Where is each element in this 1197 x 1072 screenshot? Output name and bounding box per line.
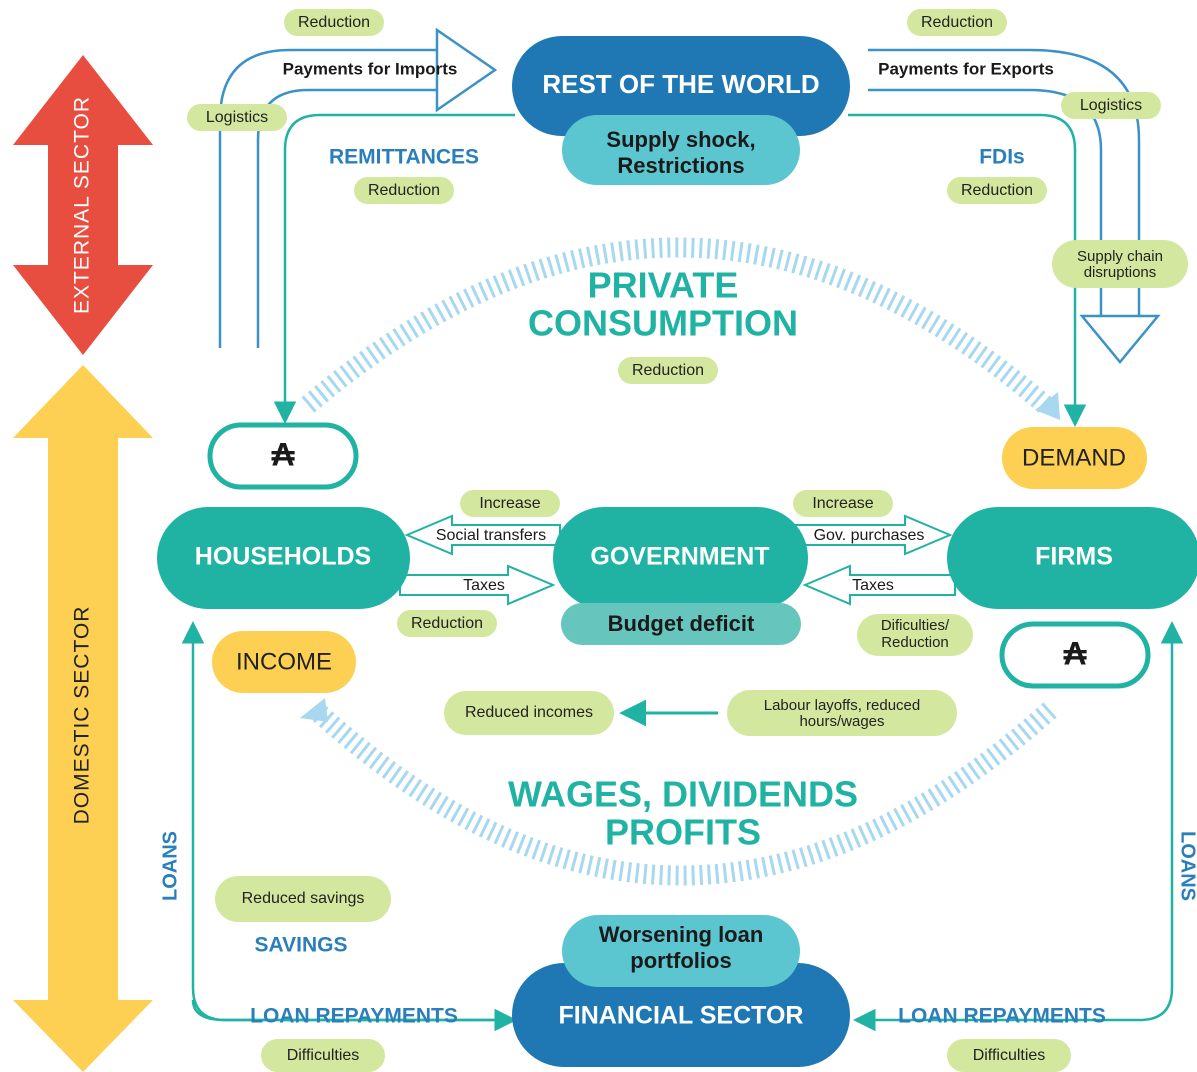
private-consumption-line1: PRIVATE — [588, 265, 739, 306]
currency-icon: ₳ — [1063, 635, 1087, 671]
reduction-remittances-pill: Reduction — [354, 177, 454, 204]
gov-purchases-arrow — [794, 514, 953, 556]
remittances-label: REMITTANCES — [329, 146, 479, 169]
gov-purchases-label: Gov. purchases — [814, 527, 925, 544]
taxes-left-arrow — [399, 564, 556, 606]
svg-text:Supply chain: Supply chain — [1077, 248, 1163, 265]
currency-icon: ₳ — [271, 436, 295, 472]
wages-line1: WAGES, DIVIDENDS — [508, 774, 858, 815]
taxes-left-label: Taxes — [463, 577, 505, 594]
income-node: INCOME — [212, 631, 356, 693]
private-consumption-line2: CONSUMPTION — [528, 303, 798, 344]
logistics-left-pill: Logistics — [187, 104, 287, 131]
reduction-taxes-pill: Reduction — [397, 610, 497, 637]
payments-exports-label: Payments for Exports — [878, 59, 1054, 78]
increase-transfers-pill: Increase — [460, 490, 560, 517]
svg-text:Reduction: Reduction — [961, 182, 1033, 199]
reduced-incomes-pill: Reduced incomes — [444, 691, 614, 735]
svg-text:Logistics: Logistics — [206, 109, 268, 126]
savings-label: SAVINGS — [255, 934, 348, 957]
svg-text:disruptions: disruptions — [1084, 264, 1157, 281]
financial-sector-node[interactable]: FINANCIAL SECTOR — [512, 963, 850, 1067]
savings-line — [191, 999, 517, 1032]
reduced-savings-pill: Reduced savings — [215, 876, 391, 922]
loans-right-label: LOANS — [1177, 831, 1197, 901]
layoffs-pill: Labour layoffs, reduced hours/wages — [727, 690, 957, 736]
taxes-right-label: Taxes — [852, 577, 894, 594]
reduction-fdis-pill: Reduction — [947, 177, 1047, 204]
worsening-loans-box: Worsening loan portfolios — [562, 915, 800, 987]
firms-money-box: ₳ — [999, 621, 1151, 689]
private-consumption-arrowhead — [1035, 392, 1060, 420]
difficulties-right-pill: Difficulties — [947, 1039, 1071, 1072]
reduction-consumption-pill: Reduction — [618, 357, 718, 384]
demand-node: DEMAND — [1002, 427, 1147, 489]
social-transfers-label: Social transfers — [436, 527, 546, 544]
svg-text:Difficulties: Difficulties — [973, 1047, 1046, 1064]
svg-text:Increase: Increase — [812, 495, 873, 512]
fdis-label: FDIs — [979, 146, 1025, 169]
svg-text:DEMAND: DEMAND — [1022, 444, 1126, 471]
loans-right-line — [853, 621, 1184, 1032]
svg-text:Worsening loan: Worsening loan — [599, 922, 764, 947]
rest-of-world-node[interactable] — [512, 36, 850, 136]
svg-text:Reduction: Reduction — [632, 362, 704, 379]
budget-deficit-box: Budget deficit — [561, 603, 801, 645]
svg-text:GOVERNMENT: GOVERNMENT — [590, 543, 769, 571]
svg-text:HOUSEHOLDS: HOUSEHOLDS — [195, 543, 371, 571]
increase-purchases-pill: Increase — [793, 490, 893, 517]
wages-line2: PROFITS — [605, 812, 761, 853]
svg-text:Dificulties/: Dificulties/ — [881, 617, 950, 634]
payments-imports-label: Payments for Imports — [283, 59, 458, 78]
wages-arc — [311, 702, 1057, 886]
reduction-exports-pill: Reduction — [907, 9, 1007, 36]
difficulties-reduction-pill: Dificulties/ Reduction — [857, 614, 973, 656]
svg-text:Reduction: Reduction — [411, 615, 483, 632]
svg-text:Reduction: Reduction — [368, 182, 440, 199]
svg-text:Reduction: Reduction — [298, 14, 370, 31]
svg-text:Difficulties: Difficulties — [287, 1047, 360, 1064]
loan-repayments-left-label: LOAN REPAYMENTS — [250, 1005, 458, 1028]
domestic-sector-label: DOMESTIC SECTOR — [71, 606, 94, 825]
svg-text:FIRMS: FIRMS — [1035, 543, 1113, 571]
fdis-arrow — [848, 113, 1087, 427]
firms-node[interactable]: FIRMS — [947, 507, 1197, 609]
difficulties-left-pill: Difficulties — [261, 1039, 385, 1072]
domestic-sector-arrow — [13, 365, 153, 1072]
loans-left-label: LOANS — [159, 831, 181, 901]
households-node[interactable]: HOUSEHOLDS — [157, 507, 410, 609]
svg-text:Increase: Increase — [479, 495, 540, 512]
wages-arrowhead — [300, 698, 328, 722]
svg-text:Logistics: Logistics — [1080, 97, 1142, 114]
remittances-arrow — [273, 113, 515, 424]
private-consumption-arc — [301, 237, 1052, 413]
reduction-imports-pill: Reduction — [284, 9, 384, 36]
svg-text:Reduction: Reduction — [881, 634, 949, 651]
rest-of-world-label: REST OF THE WORLD — [542, 69, 819, 99]
external-sector-label: EXTERNAL SECTOR — [71, 96, 94, 314]
svg-text:Reduced incomes: Reduced incomes — [465, 704, 593, 721]
supply-chain-pill: Supply chain disruptions — [1052, 240, 1188, 288]
svg-text:hours/wages: hours/wages — [799, 713, 884, 730]
svg-text:FINANCIAL SECTOR: FINANCIAL SECTOR — [559, 1002, 804, 1030]
loan-repayments-right-label: LOAN REPAYMENTS — [898, 1005, 1106, 1028]
supply-shock-line1: Supply shock, — [606, 127, 755, 152]
government-node[interactable]: GOVERNMENT — [553, 507, 808, 609]
logistics-right-pill: Logistics — [1061, 92, 1161, 119]
supply-shock-line2: Restrictions — [617, 153, 744, 178]
svg-text:portfolios: portfolios — [630, 948, 731, 973]
svg-text:INCOME: INCOME — [236, 648, 332, 675]
svg-text:Budget deficit: Budget deficit — [608, 611, 755, 636]
external-sector-arrow — [13, 55, 153, 355]
svg-text:Labour layoffs, reduced: Labour layoffs, reduced — [764, 697, 921, 714]
svg-text:Reduced savings: Reduced savings — [242, 890, 365, 907]
supply-shock-box — [562, 115, 800, 185]
svg-text:Reduction: Reduction — [921, 14, 993, 31]
households-money-box: ₳ — [207, 422, 359, 490]
